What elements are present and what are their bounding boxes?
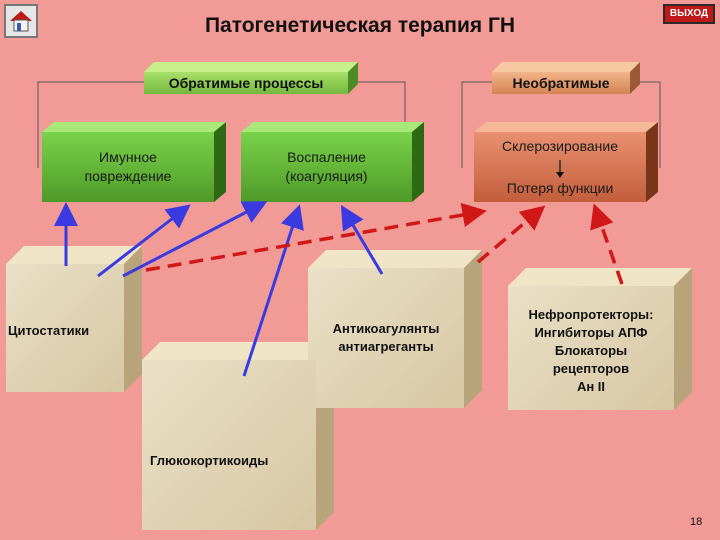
anticoagulants-label: Антикоагулянты: [332, 321, 440, 336]
arrow-gluco-to-inflammation-2: [242, 204, 304, 377]
immune-damage-box: Имунное повреждение: [42, 132, 214, 202]
home-icon: [10, 11, 32, 32]
nephro-line-5: Ан II: [576, 379, 606, 394]
nephro-line-1: Нефропротекторы:: [528, 307, 654, 322]
arrow-cytostatics-to-sclerosis: [145, 202, 487, 272]
sclerosis-label: Склерозирование: [502, 138, 618, 154]
anticoagulants-card: Антикоагулянты антиагреганты: [308, 268, 464, 408]
down-arrow-icon: [556, 160, 564, 178]
nephro-line-3: Блокаторы: [554, 343, 628, 358]
immune-line-2: повреждение: [84, 168, 172, 184]
nephro-line-2: Ингибиторы АПФ: [534, 325, 648, 340]
page-title: Патогенетическая терапия ГН: [204, 14, 516, 37]
irreversible-header: Необратимые: [492, 72, 630, 94]
arrow-nephro-to-loss: [590, 203, 624, 285]
arrow-cytostatics-to-inflammation: [97, 204, 191, 278]
nephro-line-4: рецепторов: [552, 361, 630, 376]
cytostatics-card: Цитостатики: [6, 264, 124, 392]
inflammation-line-1: Воспаление: [287, 149, 366, 165]
cytostatics-label: Цитостатики: [8, 323, 90, 338]
inflammation-box: Воспаление (коагуляция): [241, 132, 412, 202]
antiplatelet-label: антиагреганты: [338, 339, 434, 354]
glucocorticoids-label: Глюкокортикоиды: [150, 453, 269, 468]
immune-line-1: Имунное: [99, 149, 157, 165]
exit-button[interactable]: ВЫХОД: [663, 4, 715, 24]
arrow-anticoag-to-inflammation: [340, 204, 384, 275]
home-button[interactable]: [4, 4, 38, 38]
inflammation-line-2: (коагуляция): [285, 168, 368, 184]
arrow-gluco-to-inflammation: [122, 201, 268, 278]
loss-of-function-label: Потеря функции: [506, 180, 614, 196]
arrow-anticoag-to-sclerosis: [476, 205, 546, 264]
page-number: 18: [690, 516, 703, 528]
nephroprotectors-card: Нефропротекторы: Ингибиторы АПФ Блокатор…: [508, 286, 674, 410]
sclerosis-box: Склерозирование Потеря функции: [474, 132, 646, 202]
reversible-header: Обратимые процессы: [144, 72, 348, 94]
glucocorticoids-card: Глюкокортикоиды: [142, 360, 316, 530]
